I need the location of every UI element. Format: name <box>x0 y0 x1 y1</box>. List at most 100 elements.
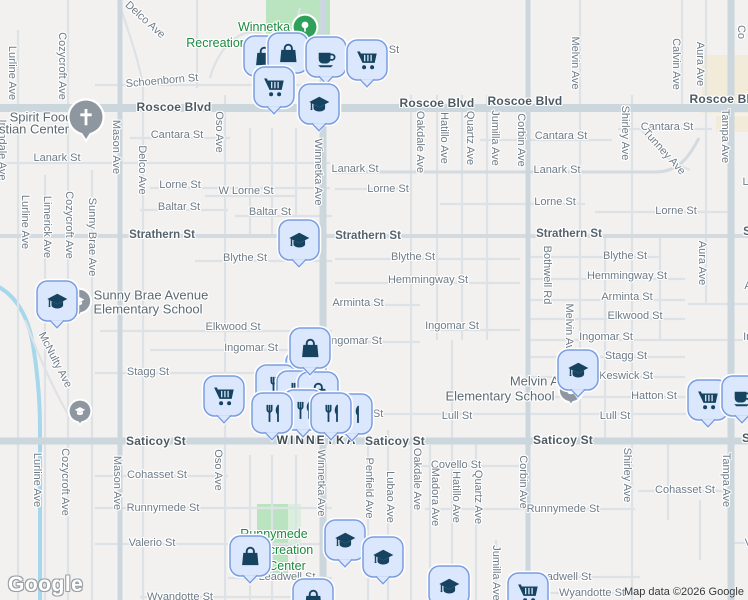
street-label: Bothwell Rd <box>541 245 553 305</box>
park-area-runnymede-light <box>288 504 301 546</box>
street-label: Limerick Ave <box>41 195 53 259</box>
street-label: Aura Ave <box>694 41 706 87</box>
school-marker[interactable] <box>276 217 322 271</box>
church-marker[interactable] <box>64 97 108 147</box>
street-label: Corbin Ave <box>515 113 527 167</box>
school-marker[interactable] <box>34 278 80 332</box>
school-dot-marker[interactable] <box>66 398 94 432</box>
street-label: Lorne St <box>655 205 697 217</box>
street-label: Winnetka Ave <box>315 449 327 517</box>
street-label: Baltar St <box>248 206 292 218</box>
school-marker[interactable] <box>296 81 342 135</box>
street-label: Irondale Ave <box>0 119 8 181</box>
street-label: Madora Ave <box>429 467 441 527</box>
street-label: Baltar St <box>157 201 201 213</box>
poi-label: WINNETKA <box>276 433 358 447</box>
school-marker[interactable] <box>360 534 406 588</box>
poi-label: Elementary School <box>93 301 203 317</box>
street-label: Lanark St <box>533 164 581 176</box>
shopping-bag-marker[interactable] <box>227 533 273 587</box>
street-label: Cohasset St <box>127 469 187 481</box>
street-label: Roscoe Blvd <box>487 94 563 108</box>
grocery-store-marker[interactable] <box>251 64 297 118</box>
street-label: W Lorne St <box>218 185 274 197</box>
poi-label: Spirit Food <box>9 109 73 125</box>
street-label: Elkwood St <box>205 321 261 333</box>
street-label: Lanark St <box>742 176 748 188</box>
grocery-store-marker[interactable] <box>201 373 247 427</box>
school-marker[interactable] <box>555 347 601 401</box>
street-label: Saticoy St <box>364 434 426 448</box>
shopping-bag-marker[interactable] <box>287 325 333 379</box>
street-label: Hemmingway St <box>586 270 668 282</box>
street-label: Runnymede St <box>126 502 200 514</box>
street-label: Lurline Ave <box>6 45 18 101</box>
street-label: Cozycroft Ave <box>56 32 68 100</box>
street-label: Shirley Ave <box>621 447 633 503</box>
grocery-store-marker[interactable] <box>685 377 731 431</box>
street-label: Ingomar St <box>224 342 278 354</box>
street-label: Ingomar St <box>328 335 382 347</box>
street-label: Delco Ave <box>136 145 148 195</box>
street-label: Quartz Ave <box>472 469 484 525</box>
street-label: Roscoe Blvd <box>136 100 212 114</box>
street-label: Oso Ave <box>212 449 224 491</box>
street-label: Wyandotte St <box>559 587 625 599</box>
street-label: Mason Ave <box>111 455 123 511</box>
street-label: Hemmingway St <box>387 274 469 286</box>
cafe-marker[interactable] <box>303 34 349 88</box>
medium-roads <box>0 137 748 238</box>
street-label: Roscoe Blvd <box>689 92 748 106</box>
street-label: Lanark St <box>331 163 379 175</box>
cafe-marker[interactable] <box>719 373 748 427</box>
street-label: Lurline Ave <box>31 452 43 508</box>
street-label: Lull St <box>441 410 473 422</box>
street-label: Mason Ave <box>110 119 122 175</box>
street-label: Cantara St <box>640 121 694 133</box>
shopping-bag-marker[interactable] <box>290 576 336 600</box>
street-label: Jumilla Ave <box>490 545 502 600</box>
building-area <box>702 55 748 113</box>
grocery-store-marker[interactable] <box>344 37 390 91</box>
street-label: Blythe St <box>222 252 268 264</box>
street-label: Saticoy St <box>532 433 594 447</box>
restaurant-marker[interactable] <box>249 390 295 444</box>
street-label: Lorne St <box>534 196 576 208</box>
street-label: Lubao Ave <box>384 471 396 523</box>
street-label: Strathern St <box>536 228 602 240</box>
map-attribution: Map data ©2026 Google <box>623 586 744 598</box>
school-marker[interactable] <box>426 563 472 600</box>
poi-label: Elementary School <box>445 388 555 404</box>
street-label: Cozycroft Ave <box>63 191 75 259</box>
street-label: Elkwood St <box>607 310 663 322</box>
restaurant-marker[interactable] <box>308 390 354 444</box>
street-label: Roscoe Blvd <box>399 96 475 110</box>
google-logo[interactable]: Google <box>8 573 84 596</box>
street-label: Arminta St <box>332 297 384 309</box>
street-label: Oakdale Ave <box>411 447 423 511</box>
poi-label: stian Center <box>0 121 70 137</box>
street-label: Valerio St <box>128 537 176 549</box>
school-marker[interactable] <box>322 517 368 571</box>
street-label: Sunny Brae Ave <box>86 197 98 277</box>
street-label: Valerio St <box>745 537 748 549</box>
street-label: Strathern St <box>129 229 195 241</box>
street-label: Keswick St <box>599 370 653 382</box>
street-label: Strathern St <box>743 226 748 238</box>
street-label: Tampa Ave <box>719 108 731 164</box>
street-label: Tampa Ave <box>720 452 732 508</box>
grocery-store-marker[interactable] <box>505 570 551 600</box>
street-label: Lull St <box>599 410 631 422</box>
street-label: Oso Ave <box>213 111 225 153</box>
street-label: Melvin Ave <box>563 303 575 357</box>
street-label: Aura Ave <box>696 240 708 286</box>
waterway <box>0 285 42 600</box>
street-label: Saticoy St <box>741 431 748 445</box>
street-label: Jumilla Ave <box>489 110 501 166</box>
street-label: Hatillo Ave <box>450 471 462 523</box>
street-label: Lurline Ave <box>19 194 31 250</box>
poi-label: Sunny Brae Avenue <box>93 287 209 303</box>
